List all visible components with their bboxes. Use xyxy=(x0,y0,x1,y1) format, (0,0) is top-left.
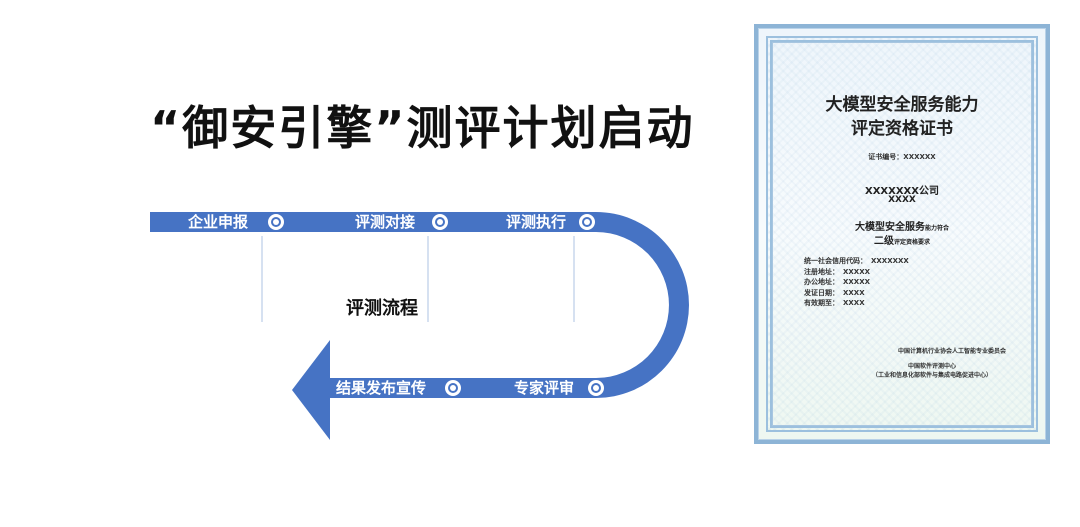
certificate-number-label: 证书编号： xyxy=(868,153,904,161)
certificate-field-5: 有效期至： XXXX xyxy=(804,298,865,309)
stage-label-4: 专家评审 xyxy=(514,379,575,397)
certificate-issuer-line1: 中国计算机行业协会人工智能专业委员会 xyxy=(898,348,1007,355)
certificate-field-1: 统一社会信用代码： XXXXXXX xyxy=(804,256,909,267)
page-title: “御安引擎”测评计划启动 xyxy=(150,101,695,155)
certificate-pattern xyxy=(766,36,1038,432)
field-label: 有效期至： xyxy=(804,299,839,307)
node-marker-4 xyxy=(588,380,604,396)
certificate-issuer-line2: 中国软件评测中心 xyxy=(907,363,956,370)
stage-label-2: 评测对接 xyxy=(355,213,416,231)
field-label: 办公地址： xyxy=(804,278,839,286)
certificate-field-3: 办公地址： XXXXX xyxy=(804,277,870,288)
field-value: XXXXX xyxy=(843,278,870,286)
certificate-company-line2: XXXX xyxy=(888,195,916,205)
field-label: 发证日期： xyxy=(804,288,839,297)
flow-band xyxy=(150,212,689,398)
stage-label-1: 企业申报 xyxy=(188,213,249,231)
field-value: XXXX xyxy=(843,299,865,307)
certificate-title-line2: 评定资格证书 xyxy=(851,119,953,139)
certificate-qualification: 大模型安全服务能力符合 xyxy=(758,218,1046,233)
certificate-number-value: XXXXXX xyxy=(903,153,936,161)
stage-label-3: 评测执行 xyxy=(506,213,567,231)
certificate: 大模型安全服务能力 评定资格证书 证书编号：XXXXXX XXXXXXX公司 X… xyxy=(754,24,1050,444)
field-value: XXXX xyxy=(843,288,865,297)
certificate-qual-small: 能力符合 xyxy=(924,225,949,232)
flow-arrow-head xyxy=(292,340,330,440)
certificate-qual-main: 大模型安全服务 xyxy=(854,222,925,233)
flow-center-label: 评测流程 xyxy=(346,298,418,319)
certificate-field-4: 发证日期： XXXX xyxy=(804,288,865,299)
field-label: 注册地址： xyxy=(804,267,839,276)
node-marker-1 xyxy=(268,214,284,230)
field-label: 统一社会信用代码： xyxy=(804,257,867,265)
certificate-number: 证书编号：XXXXXX xyxy=(758,152,1046,162)
field-value: XXXXXXX xyxy=(871,257,909,265)
certificate-level-small: 评定资格要求 xyxy=(893,239,930,246)
certificate-title-line1: 大模型安全服务能力 xyxy=(825,95,979,115)
certificate-frame xyxy=(772,42,1032,426)
certificate-level-main: 二级 xyxy=(873,236,894,247)
certificate-issuer-line3: （工业和信息化部软件与集成电路促进中心） xyxy=(871,372,992,379)
certificate-level: 二级评定资格要求 xyxy=(758,232,1046,247)
certificate-field-2: 注册地址： XXXXX xyxy=(804,267,870,278)
stage-label-5: 结果发布宣传 xyxy=(336,379,427,397)
node-marker-3 xyxy=(579,214,595,230)
certificate-company-line1: XXXXXXX公司 xyxy=(865,186,939,197)
field-value: XXXXX xyxy=(843,267,870,276)
node-marker-2 xyxy=(432,214,448,230)
node-marker-5 xyxy=(445,380,461,396)
